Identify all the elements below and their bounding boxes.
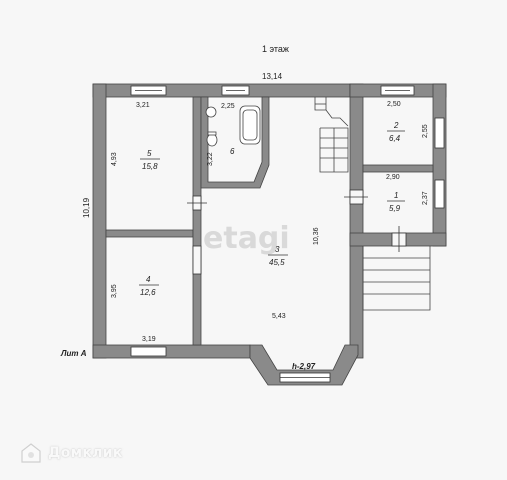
domclick-logo-icon [21,443,41,463]
height-label: h-2,97 [292,362,316,371]
dim-r4-width: 3,19 [142,336,156,343]
dim-r1-height: 2,37 [422,191,429,205]
overall-width: 13,14 [262,72,283,81]
watermark-center: etagi [203,221,290,256]
sink-icon [205,106,217,118]
room-4-number: 4 [146,275,151,284]
floor-title: 1 этаж [262,44,289,54]
dim-r6-height: 3,22 [207,152,214,166]
dim-r3-height: 10,36 [313,227,320,245]
room-2-area: 6,4 [389,134,401,143]
dim-r1-width: 2,90 [386,174,400,181]
dim-r5-height: 4,93 [111,152,118,166]
staircase [314,97,349,173]
domclick-watermark: Домклик [20,440,180,466]
dim-r5-width: 3,21 [136,102,150,109]
room-3-area: 45,5 [269,258,285,267]
dim-r4-height: 3,95 [111,284,118,298]
plan-label: Лит А [60,349,87,358]
toilet-icon [206,133,218,147]
watermark-bottom: Домклик [48,445,123,461]
room-5-number: 5 [147,149,152,158]
windows [130,85,445,383]
room-6-number: 6 [230,147,235,156]
dim-r2-width: 2,50 [387,101,401,108]
bathroom-fixtures [205,105,261,147]
room-1-number: 1 [394,191,398,200]
overall-height: 10,19 [82,197,91,218]
room-2-number: 2 [393,121,399,130]
entrance-steps [362,246,431,311]
doors [187,189,407,275]
dim-r6-width: 2,25 [221,103,235,110]
room-5-area: 15,8 [142,162,158,171]
dim-r3-width: 5,43 [272,313,286,320]
dim-r2-height: 2,55 [422,124,429,138]
room-1-area: 5,9 [389,204,401,213]
room-3-number: 3 [275,245,280,254]
inner-walls [105,96,434,346]
room-4-area: 12,6 [140,288,156,297]
